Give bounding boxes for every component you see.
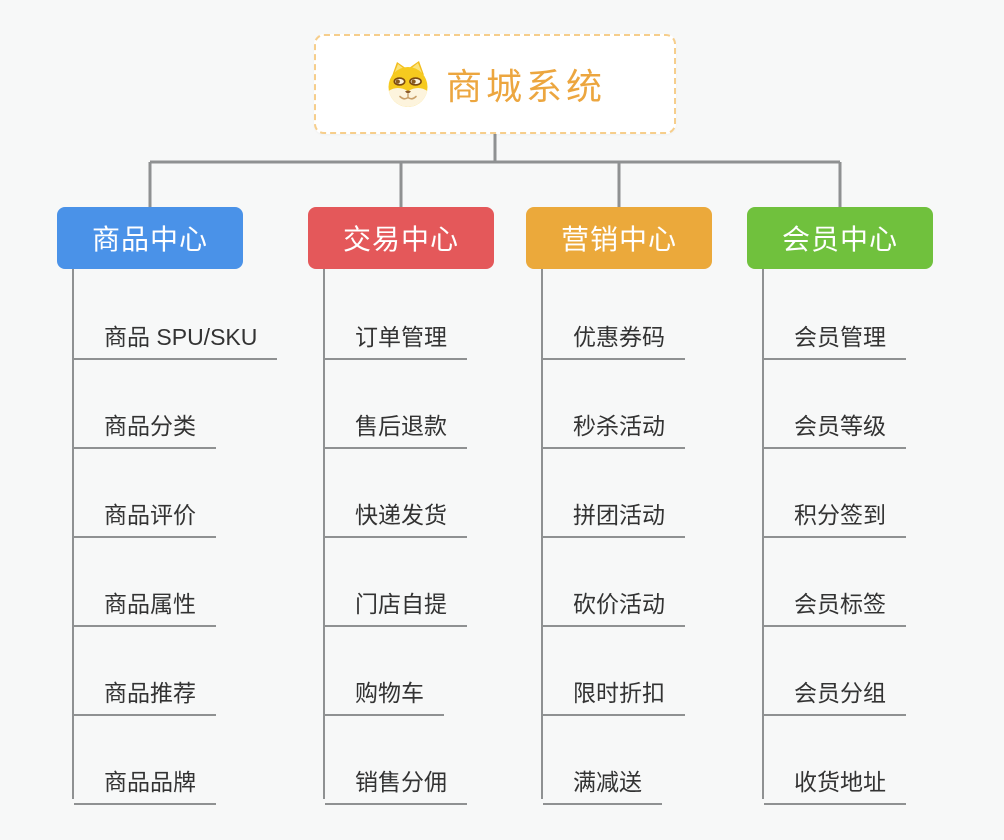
child-node[interactable]: 拼团活动 [543, 486, 685, 538]
child-node[interactable]: 销售分佣 [325, 753, 467, 805]
branch-node-label: 交易中心 [342, 224, 459, 255]
child-node[interactable]: 商品推荐 [74, 664, 216, 716]
branch-node-trade-center[interactable]: 交易中心 [308, 207, 494, 269]
child-node[interactable]: 购物车 [325, 664, 444, 716]
child-node[interactable]: 商品分类 [74, 397, 216, 449]
child-node[interactable]: 门店自提 [325, 575, 467, 627]
branch-children-member-center: 会员管理会员等级积分签到会员标签会员分组收货地址 [762, 269, 1004, 805]
child-node[interactable]: 商品品牌 [74, 753, 216, 805]
root-node-mall-system[interactable]: 商城系统 [314, 34, 676, 134]
child-node[interactable]: 满减送 [543, 753, 662, 805]
child-node[interactable]: 会员等级 [764, 397, 906, 449]
child-node[interactable]: 积分签到 [764, 486, 906, 538]
child-node[interactable]: 秒杀活动 [543, 397, 685, 449]
child-node[interactable]: 优惠券码 [543, 308, 685, 360]
child-node[interactable]: 商品属性 [74, 575, 216, 627]
child-node[interactable]: 订单管理 [325, 308, 467, 360]
doge-icon [388, 61, 428, 107]
child-node[interactable]: 商品 SPU/SKU [74, 308, 278, 360]
branch-node-member-center[interactable]: 会员中心 [747, 207, 933, 269]
child-node[interactable]: 快递发货 [325, 486, 467, 538]
branch-children-product-center: 商品 SPU/SKU 商品分类商品评价商品属性商品推荐商品品牌 [72, 269, 324, 805]
root-node-label: 商城系统 [445, 66, 606, 107]
branch-children-trade-center: 订单管理售后退款快递发货门店自提购物车销售分佣 [323, 269, 575, 805]
branch-node-marketing-center[interactable]: 营销中心 [526, 207, 712, 269]
child-node[interactable]: 会员管理 [764, 308, 906, 360]
connector-line [148, 134, 842, 207]
branch-node-label: 商品中心 [91, 224, 208, 255]
child-node[interactable]: 砍价活动 [543, 575, 685, 627]
child-node[interactable]: 限时折扣 [543, 664, 685, 716]
branch-node-label: 会员中心 [781, 224, 898, 255]
branch-node-label: 营销中心 [560, 224, 677, 255]
branch-node-product-center[interactable]: 商品中心 [57, 207, 243, 269]
child-node[interactable]: 会员分组 [764, 664, 906, 716]
child-node[interactable]: 会员标签 [764, 575, 906, 627]
child-node[interactable]: 售后退款 [325, 397, 467, 449]
child-node[interactable]: 商品评价 [74, 486, 216, 538]
child-node[interactable]: 收货地址 [764, 753, 906, 805]
branch-children-marketing-center: 优惠券码秒杀活动拼团活动砍价活动限时折扣满减送 [541, 269, 793, 805]
